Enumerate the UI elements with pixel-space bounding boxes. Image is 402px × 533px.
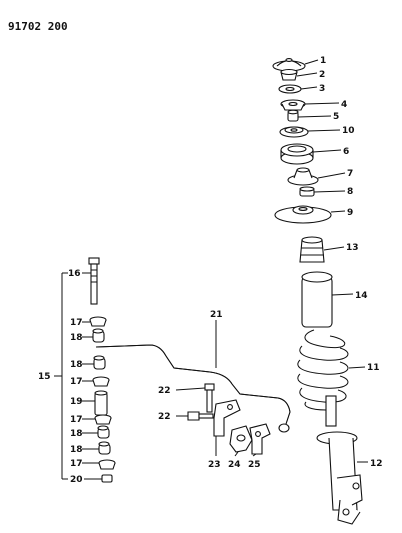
part-22-bolts <box>187 383 215 421</box>
part-4-bushing <box>280 99 306 111</box>
callout-14: 14 <box>355 291 368 301</box>
callout-17a: 17 <box>70 318 83 328</box>
part-21-stabilizer-bar <box>95 344 291 433</box>
callout-16: 16 <box>68 269 81 279</box>
part-19-spacer <box>94 390 108 416</box>
callout-22b: 22 <box>158 412 171 422</box>
part-20-nut <box>101 474 113 483</box>
callout-4: 4 <box>341 100 347 110</box>
stabilizer-link-parts <box>88 257 116 483</box>
callout-11: 11 <box>367 363 380 373</box>
part-9-seat-plate <box>274 205 332 224</box>
part-3-washer <box>278 84 302 94</box>
part-14-dust-cover <box>301 271 333 328</box>
callout-10: 10 <box>342 126 355 136</box>
part-7-spring-seat <box>287 167 319 186</box>
part-18-bushing-b <box>93 355 106 370</box>
part-5-collar <box>287 109 299 122</box>
callout-18b: 18 <box>70 360 83 370</box>
callout-2: 2 <box>319 70 325 80</box>
part-18-bushing-c <box>97 425 110 439</box>
part-16-bolt <box>88 257 100 305</box>
callout-7: 7 <box>347 169 353 179</box>
part-18-bushing-a <box>92 328 105 343</box>
callout-23: 23 <box>208 460 221 470</box>
part-17-washer-b <box>92 376 110 387</box>
callout-24: 24 <box>228 460 241 470</box>
part-13-bump-stopper <box>299 236 325 263</box>
callout-labels: 1 2 3 4 5 10 6 7 8 9 13 14 11 12 16 17 1… <box>38 56 383 485</box>
callout-13: 13 <box>346 243 359 253</box>
callout-3: 3 <box>319 84 325 94</box>
callout-25: 25 <box>248 460 261 470</box>
part-23-bracket <box>213 399 241 437</box>
callout-17c: 17 <box>70 415 83 425</box>
callout-1: 1 <box>320 56 326 66</box>
callout-5: 5 <box>333 112 339 122</box>
part-17-washer-d <box>98 459 116 470</box>
part-25-bracket <box>249 423 271 455</box>
callout-20: 20 <box>70 475 83 485</box>
part-17-washer-c <box>94 414 112 425</box>
part-18-bushing-d <box>98 441 111 455</box>
callout-8: 8 <box>347 187 353 197</box>
callout-12: 12 <box>370 459 383 469</box>
callout-19: 19 <box>70 397 83 407</box>
part-6-upper-mount <box>280 143 314 165</box>
part-2-nut <box>280 68 298 81</box>
diagram-code: 91702 200 <box>8 20 68 33</box>
callout-17b: 17 <box>70 377 83 387</box>
callout-15: 15 <box>38 372 51 382</box>
callout-6: 6 <box>343 147 349 157</box>
strut-mount-parts <box>272 57 333 328</box>
leader-lines <box>54 59 368 480</box>
part-24-bushing <box>229 425 253 453</box>
part-17-washer-a <box>89 316 107 327</box>
callout-18d: 18 <box>70 445 83 455</box>
callout-22a: 22 <box>158 386 171 396</box>
callout-9: 9 <box>347 208 353 218</box>
callout-21: 21 <box>210 310 223 320</box>
part-1-cap <box>272 57 306 72</box>
part-10-bushing <box>279 126 309 138</box>
part-12-strut <box>316 395 363 525</box>
part-8-ring <box>299 186 315 197</box>
callout-17d: 17 <box>70 459 83 469</box>
part-11-coil-spring <box>297 329 349 411</box>
callout-18c: 18 <box>70 429 83 439</box>
callout-18a: 18 <box>70 333 83 343</box>
